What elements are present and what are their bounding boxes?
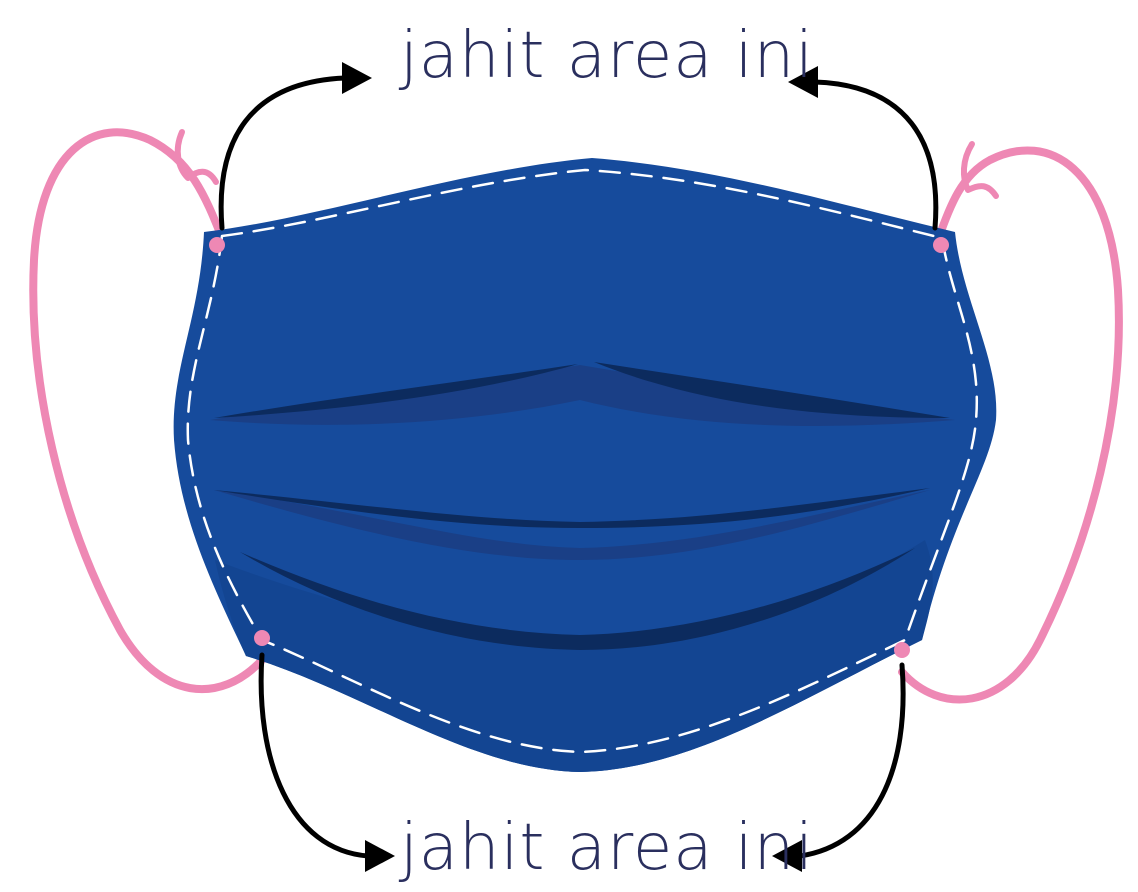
bottom-sewing-label: jahit area ini bbox=[400, 816, 814, 880]
curved-arrow-icon bbox=[221, 78, 345, 228]
top-sewing-label: jahit area ini bbox=[400, 24, 814, 88]
stitch-point-icon bbox=[209, 237, 225, 253]
stitch-point-icon bbox=[254, 630, 270, 646]
curved-arrow-icon bbox=[342, 62, 372, 94]
stitch-point-icon bbox=[933, 237, 949, 253]
mask-body bbox=[174, 158, 997, 772]
curved-arrow-icon bbox=[365, 840, 395, 872]
stitch-point-icon bbox=[894, 642, 910, 658]
